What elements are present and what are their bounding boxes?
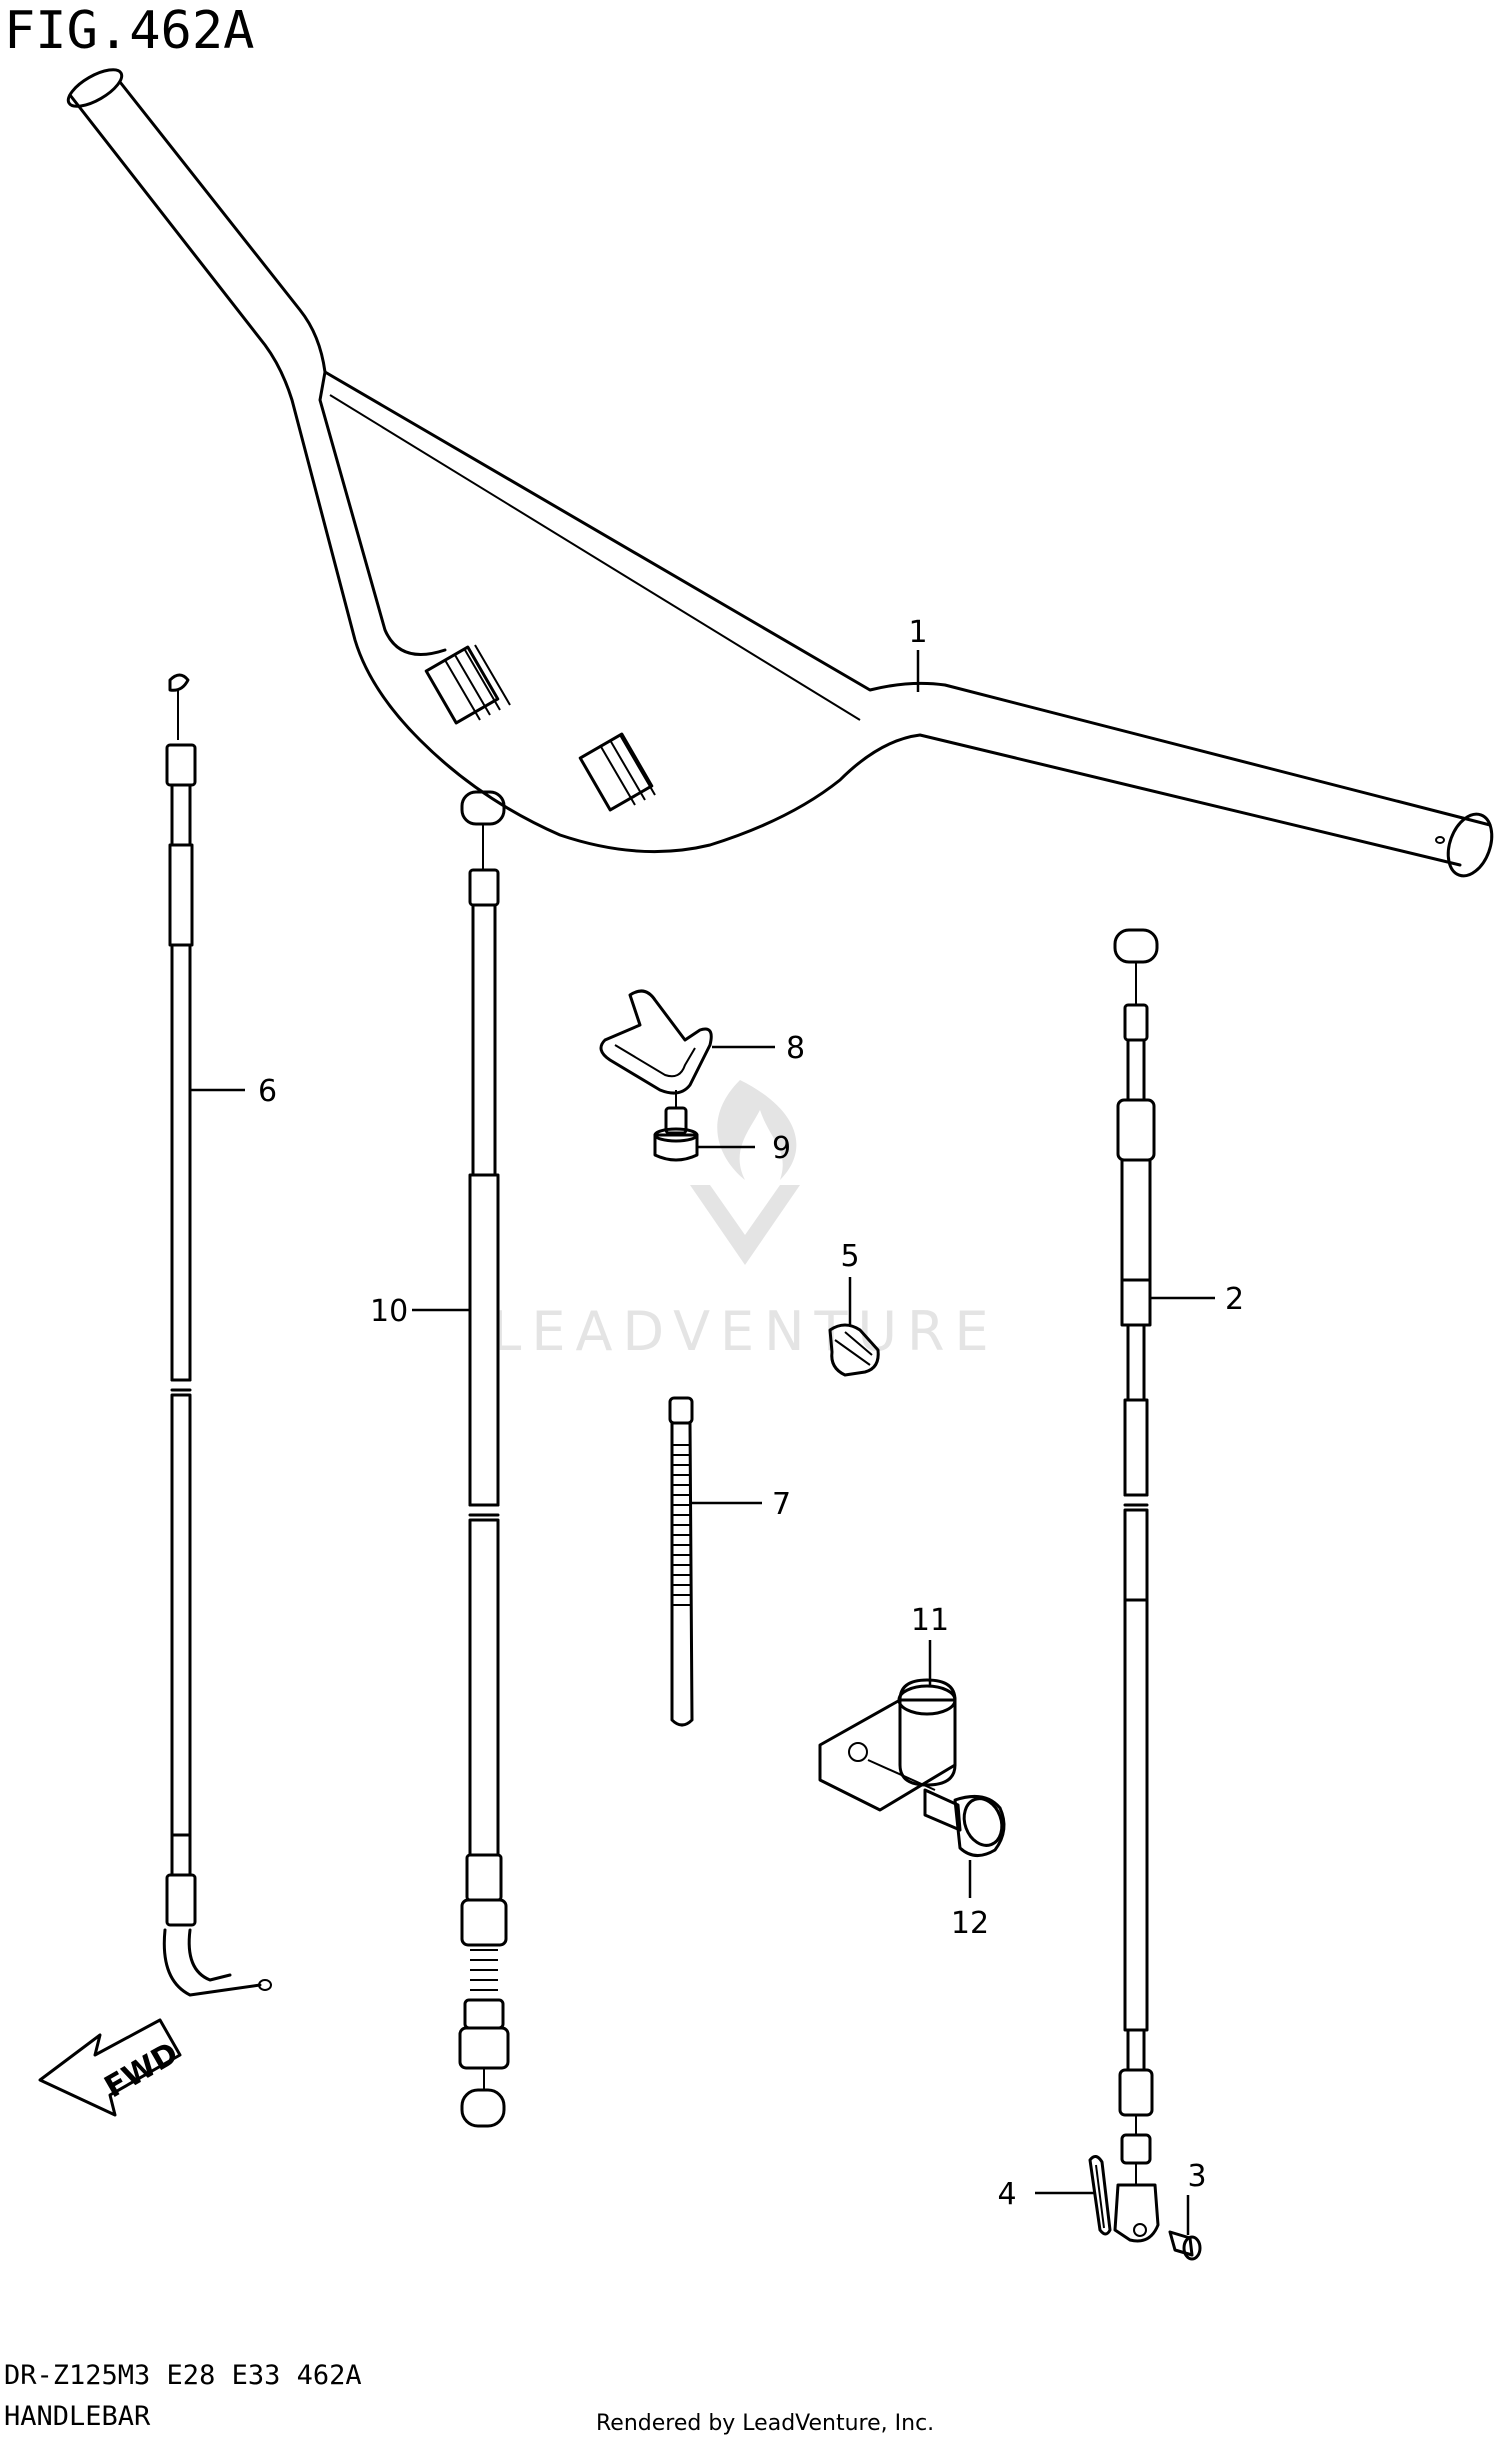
cotter-pin-part-4 <box>1088 2155 1112 2236</box>
screw-part-9 <box>653 1090 699 1162</box>
watermark-text: LEADVENTURE <box>491 1300 998 1363</box>
section-name: HANDLEBAR <box>4 2401 151 2432</box>
clip-part-5 <box>828 1323 880 1377</box>
pin-part-3 <box>1168 2230 1202 2261</box>
callout-11: 11 <box>911 1603 949 1638</box>
cable-tie-part-7 <box>668 1396 694 1727</box>
fwd-arrow: FWD <box>38 2018 184 2117</box>
bracket-part-11 <box>818 1678 957 1812</box>
cable-part-10 <box>458 790 510 2128</box>
callout-2: 2 <box>1225 1282 1244 1317</box>
callout-1: 1 <box>908 615 927 650</box>
handlebar-part-1 <box>66 68 1494 878</box>
callout-4: 4 <box>997 2177 1016 2212</box>
figure-title: FIG.462A <box>4 1 254 61</box>
clutch-cable-part-2 <box>1113 928 1160 2243</box>
callout-5: 5 <box>840 1239 859 1274</box>
callout-7: 7 <box>772 1487 791 1522</box>
callout-8: 8 <box>786 1031 805 1066</box>
render-credit: Rendered by LeadVenture, Inc. <box>596 2411 934 2436</box>
callout-3: 3 <box>1187 2159 1206 2194</box>
model-code: DR-Z125M3 E28 E33 462A <box>4 2360 362 2391</box>
watermark-logo: LEADVENTURE <box>491 1080 998 1363</box>
clamp-part-8 <box>599 989 713 1095</box>
callout-12: 12 <box>951 1906 989 1941</box>
bolt-part-12 <box>867 1759 1006 1857</box>
callout-6: 6 <box>258 1074 277 1109</box>
callout-10: 10 <box>370 1294 408 1329</box>
callout-9: 9 <box>772 1131 791 1166</box>
throttle-cable-part-6 <box>162 673 272 1997</box>
